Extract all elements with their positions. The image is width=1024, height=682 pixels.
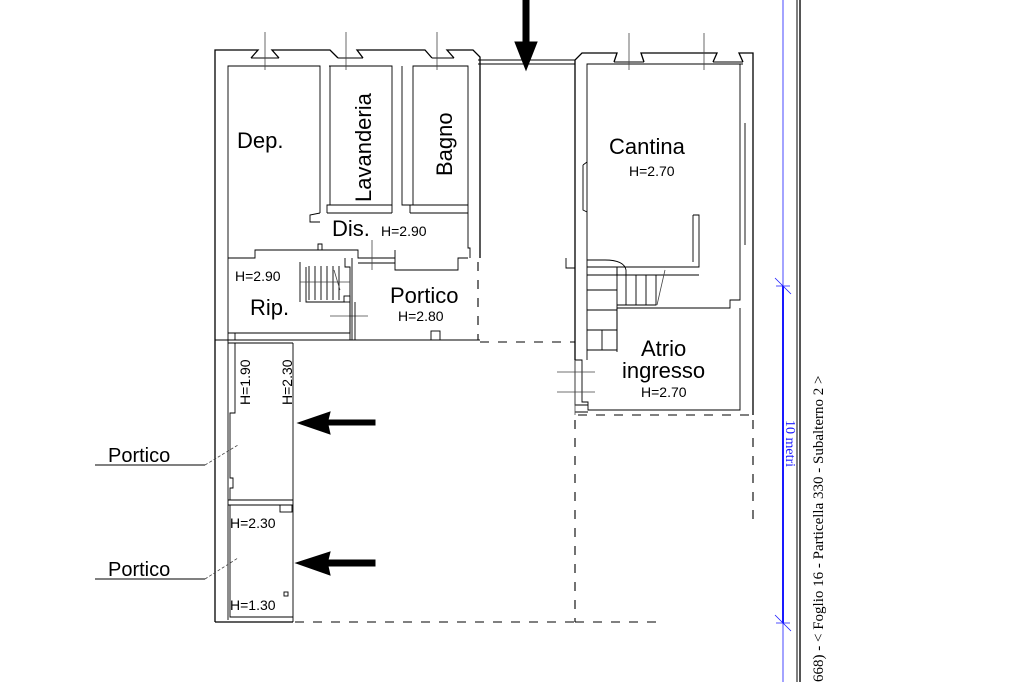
portico-upper-height-left: H=1.90 xyxy=(237,359,253,405)
room-height-cantina: H=2.70 xyxy=(629,163,675,179)
arrow-down-icon xyxy=(514,0,538,72)
arrow-left-icon xyxy=(296,411,376,435)
right-block-walls xyxy=(478,33,754,622)
entrance-arrows xyxy=(294,0,538,576)
arrow-left-icon xyxy=(294,551,376,576)
room-height-rip: H=2.90 xyxy=(235,268,281,284)
scale-bar-label: 10 metri xyxy=(782,420,797,467)
room-height-atrio: H=2.70 xyxy=(641,384,687,400)
room-height-portico: H=2.80 xyxy=(398,308,444,324)
portico-lower-label: Portico xyxy=(108,559,170,581)
room-label-dis: Dis. xyxy=(332,216,370,241)
room-label-portico: Portico xyxy=(390,283,458,308)
left-block-walls xyxy=(214,32,575,622)
room-label-atrio: Atrio xyxy=(641,336,686,361)
sheet-frame xyxy=(796,0,801,682)
room-label-cantina: Cantina xyxy=(609,134,686,159)
room-label-bagno: Bagno xyxy=(432,112,457,176)
room-label-dep: Dep. xyxy=(237,128,283,153)
room-label-rip: Rip. xyxy=(250,295,289,320)
portico-upper-height-right: H=2.30 xyxy=(279,359,295,405)
side-portico-walls xyxy=(95,342,660,623)
room-label-lavanderia: Lavanderia xyxy=(351,92,376,202)
portico-lower-height-bottom: H=1.30 xyxy=(230,597,276,613)
room-height-dis: H=2.90 xyxy=(381,223,427,239)
room-label-ingresso: ingresso xyxy=(622,358,705,383)
portico-lower-height-top: H=2.30 xyxy=(230,515,276,531)
portico-upper-label: Portico xyxy=(108,445,170,467)
cadastral-reference: 668) - < Foglio 16 - Particella 330 - Su… xyxy=(811,376,827,682)
scale-bar xyxy=(774,0,792,682)
